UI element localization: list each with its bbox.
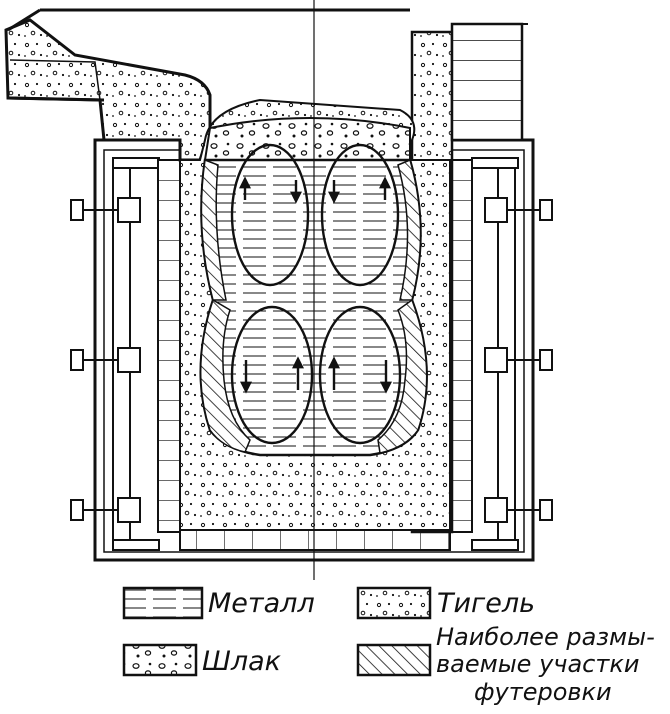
clamp-icon [484,347,508,373]
bolt-icon [539,499,553,521]
bolt-icon [539,349,553,371]
legend-swatch-metal [122,586,204,620]
legend-label-eroded-line1: Наиболее размы- [436,623,655,651]
legend-swatch-slag [122,643,198,677]
legend-swatch-crucible [356,586,432,620]
right-clamp-bottom [484,497,553,523]
legend-label-crucible: Тигель [437,588,535,619]
right-clamp-top [484,197,553,223]
clamp-icon [117,497,141,523]
legend-label-eroded-line2: ваемые участки [436,650,639,678]
clamp-icon [484,497,508,523]
bottom-brick-lining [179,529,451,551]
flow-loop-lower-left [230,305,314,445]
legend-item-crucible: Тигель [356,586,535,620]
spout [4,18,212,162]
eroded-zone-upper-left [200,158,227,301]
left-clamp-top [70,197,141,223]
eroded-zone-lower-left [200,298,251,453]
furnace-body [4,0,535,580]
fasteners [70,197,553,523]
clamp-icon [117,197,141,223]
flow-loop-lower-right [318,305,402,445]
bolt-icon [70,349,84,371]
right-brick-block [450,22,524,142]
legend-swatch-eroded [356,643,432,677]
legend-label-eroded-line3: футеровки [474,678,612,706]
flow-loop-upper-left [230,143,310,287]
left-clamp-middle [70,347,141,373]
clamp-icon [484,197,508,223]
legend-label-metal: Металл [208,588,315,619]
legend-item-metal: Металл [122,586,315,620]
legend-item-eroded-lining: Наиболее размы- ваемые участки футеровки [356,623,655,706]
circulation-loops [230,143,402,445]
flow-loop-upper-right [320,143,400,287]
left-clamp-bottom [70,497,141,523]
bolt-icon [70,499,84,521]
eroded-zone-upper-right [397,158,422,301]
legend-label-slag: Шлак [202,646,282,677]
right-clamp-middle [484,347,553,373]
right-brick-lining [449,159,473,533]
bolt-icon [70,199,84,221]
eroded-zone-lower-right [377,298,428,454]
legend: Металл Тигель Шлак Наиболее размы- ваемы… [122,586,655,706]
clamp-icon [117,347,141,373]
bolt-icon [539,199,553,221]
left-brick-lining [157,159,181,533]
legend-item-slag: Шлак [122,643,282,677]
